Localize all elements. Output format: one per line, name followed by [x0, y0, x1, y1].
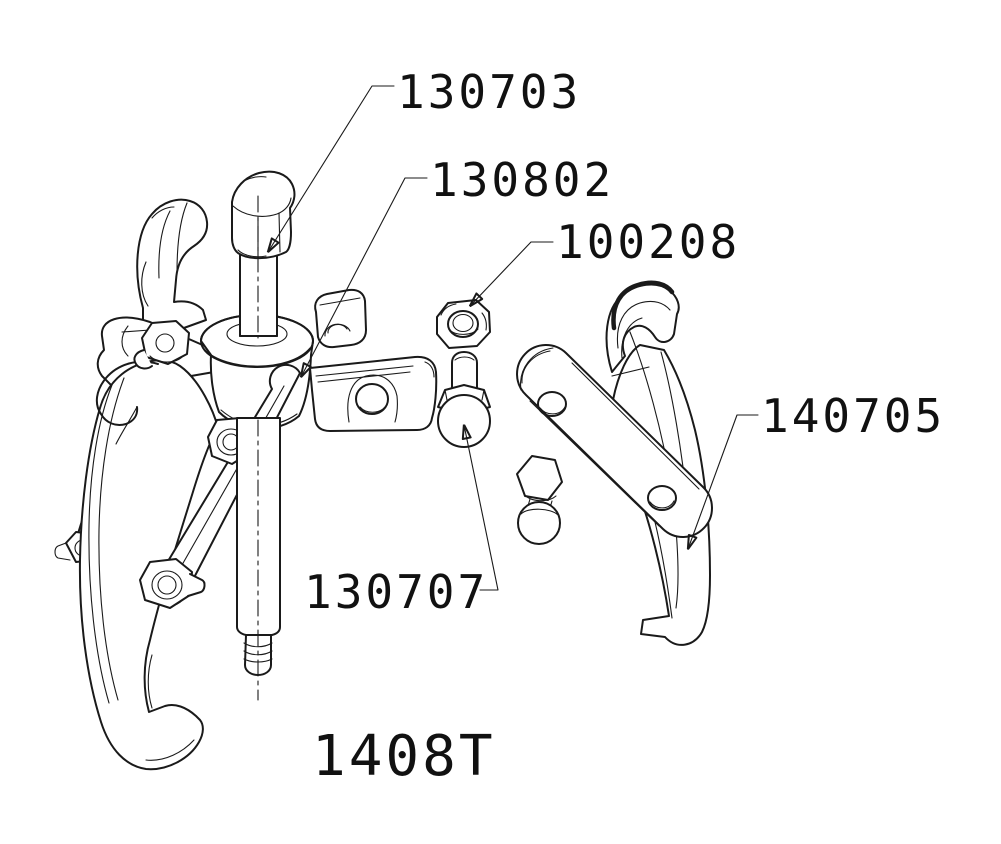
callout-label-130707: 130707 [304, 565, 488, 619]
leader-100208 [470, 241, 554, 306]
callout-label-100208: 100208 [556, 215, 740, 269]
jaw-bolt-and-nut [516, 455, 563, 545]
leader-130802 [301, 177, 428, 377]
cap-bolt [437, 351, 491, 448]
leader-140705 [688, 414, 759, 549]
leader-130707 [464, 425, 499, 591]
hex-nut [436, 299, 491, 349]
callout-labels: 130703 130802 100208 130707 140705 1408T [304, 65, 945, 789]
callout-label-140705: 140705 [761, 389, 945, 443]
leader-130703 [268, 85, 395, 252]
callout-label-130802: 130802 [430, 153, 614, 207]
spindle-hex-head [231, 170, 296, 260]
rear-jaw-upper-arm [136, 198, 209, 335]
link-bolt-lower [139, 558, 193, 609]
right-jaw-assembly [516, 280, 713, 646]
crosshead-upper-lug [314, 288, 367, 349]
left-pivot-nut [133, 320, 190, 370]
callout-leader-lines [268, 85, 759, 591]
crosshead-right-lug [309, 355, 438, 432]
model-number-label: 1408T [312, 724, 496, 789]
callout-label-130703: 130703 [397, 65, 581, 119]
